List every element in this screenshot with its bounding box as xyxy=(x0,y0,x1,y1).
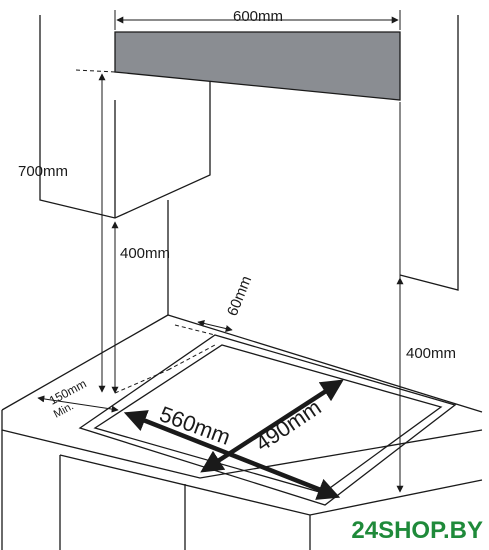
back-gap-dimension xyxy=(197,320,233,332)
upper-wall-cabinet xyxy=(39,15,211,219)
back-gap-label: 60mm xyxy=(224,273,255,318)
side-gap-dimension xyxy=(37,395,119,413)
cutout-depth-arrow xyxy=(200,379,344,473)
cabinet-clearance-label: 400mm xyxy=(120,245,170,262)
hood-bottom-reference-line xyxy=(75,69,116,73)
hob-cutout xyxy=(78,334,457,506)
cabinet-height-label: 700mm xyxy=(18,163,68,180)
watermark-logo: 24SHOP.BY xyxy=(351,517,483,544)
range-hood xyxy=(114,31,401,101)
hood-width-label: 600mm xyxy=(233,8,283,25)
cutout-reference-lines xyxy=(114,324,216,394)
cutout-depth-label: 490mm xyxy=(251,394,326,456)
right-clearance-label: 400mm xyxy=(406,345,456,362)
hood-width-dimension xyxy=(114,10,401,30)
wall-edge xyxy=(167,15,459,315)
